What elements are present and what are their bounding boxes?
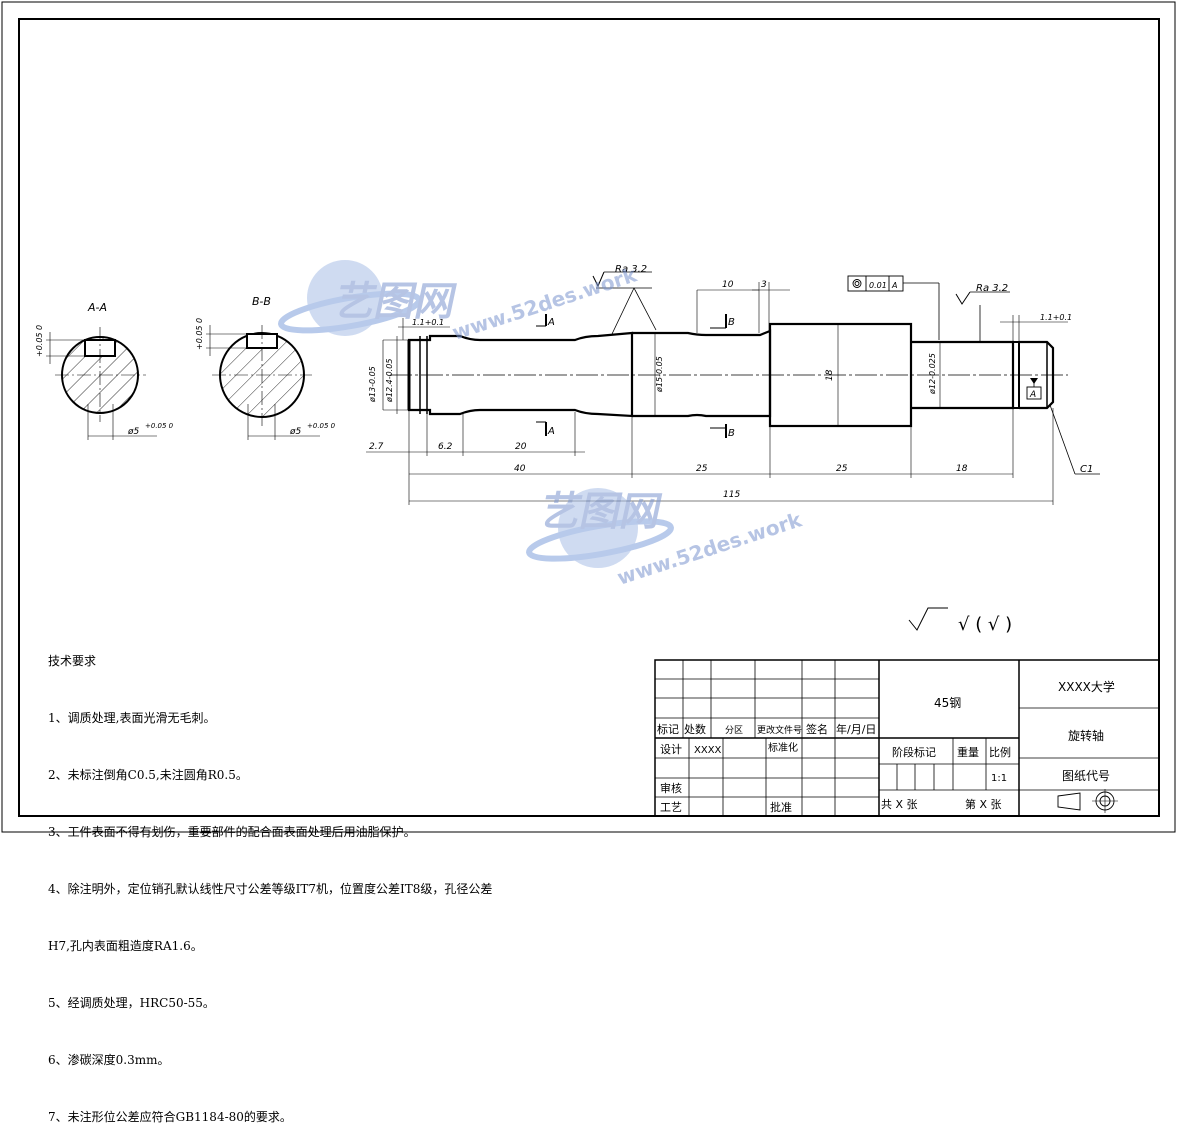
tech-requirements: 技术要求 1、调质处理,表面光滑无毛刺。 2、未标注倒角C0.5,未注圆角R0.…	[48, 614, 492, 1146]
section-bb-dia: ø5	[289, 427, 302, 437]
title-block	[654, 659, 1160, 817]
tech-req-item: 6、渗碳深度0.3mm。	[48, 1053, 170, 1067]
chamfer-c1: C1	[1080, 464, 1093, 475]
dim-d13: ø13-0.05	[368, 366, 377, 403]
section-aa-dia: ø5	[127, 427, 140, 437]
watermark-1-cn: 艺图网	[331, 277, 461, 324]
dim-chamfer-right: 1.1+0.1	[1040, 313, 1072, 322]
process-label: 工艺	[660, 801, 682, 814]
section-bb-dia-tol: +0.05 0	[307, 422, 336, 430]
dim-l20: 20	[515, 442, 527, 452]
dim-l18: 18	[956, 464, 968, 474]
surface-finish-2: Ra 3.2	[976, 283, 1008, 294]
section-bb-label: B-B	[252, 295, 271, 308]
cut-a-bottom: A	[547, 426, 555, 437]
tech-req-item: 5、经调质处理，HRC50-55。	[48, 996, 215, 1010]
general-finish-text: √ ( √ )	[958, 614, 1012, 635]
approve-label: 批准	[770, 800, 792, 814]
part-name: 旋转轴	[1068, 728, 1104, 743]
h-mark: 标记	[657, 722, 679, 736]
dim-l3: 3	[761, 280, 767, 290]
ratio-value: 1:1	[991, 773, 1007, 784]
dim-l25b: 25	[836, 464, 848, 474]
material: 45钢	[934, 696, 961, 710]
inner-border	[18, 18, 1160, 817]
section-aa-tol: +0.05 0	[35, 325, 44, 357]
general-finish-symbol: √ ( √ )	[908, 607, 1012, 635]
ratio-label: 比例	[989, 745, 1011, 759]
section-bb: B-B +0.05 0 ø5 +0.05 0	[195, 295, 336, 440]
tech-req-item: 2、未标注倒角C0.5,未注圆角R0.5。	[48, 768, 248, 782]
watermark-2-cn: 艺图网	[536, 487, 666, 534]
dim-l2-7: 2.7	[369, 442, 384, 452]
engineering-drawing: A-A +0.05 0 ø5 +0.05 0 B-B +	[1, 1, 1176, 833]
geo-tol-value: 0.01	[869, 281, 887, 290]
dim-l115: 115	[723, 490, 740, 500]
surface-finish-1: Ra 3.2	[615, 264, 647, 275]
section-aa-label: A-A	[87, 301, 107, 314]
geo-tol-datum: A	[891, 281, 897, 290]
h-sign: 签名	[806, 722, 828, 736]
h-zone: 分区	[725, 725, 743, 736]
cut-b-bottom: B	[728, 428, 735, 439]
standard-label: 标准化	[768, 741, 798, 754]
watermark-1-url: www.52des.work	[449, 262, 640, 344]
h-count: 处数	[684, 723, 706, 736]
cut-b-top: B	[728, 317, 735, 328]
dim-d12-4: ø12.4-0.05	[385, 359, 394, 403]
tech-req-item: 1、调质处理,表面光滑无毛刺。	[48, 711, 216, 725]
dim-chamfer-left: 1.1+0.1	[412, 318, 444, 327]
shaft-main-view: A A B B ø13-0.05 ø12.4-0.05 ø15-0.05 18 …	[366, 264, 1100, 505]
section-aa: A-A +0.05 0 ø5 +0.05 0	[35, 301, 174, 440]
dim-d15: ø15-0.05	[655, 356, 664, 393]
dim-d12: ø12-0.025	[928, 353, 937, 395]
total-sheets: 共 X 张	[881, 798, 918, 811]
stage-mark: 阶段标记	[892, 745, 936, 759]
watermark-2: 艺图网 www.52des.work	[526, 487, 805, 590]
watermark-1: 艺图网 www.52des.work	[278, 260, 640, 345]
section-aa-dia-tol: +0.05 0	[145, 422, 174, 430]
h-doc: 更改文件号	[757, 724, 802, 736]
design-label: 设计	[660, 743, 682, 756]
tech-requirements-title: 技术要求	[48, 654, 97, 668]
tech-req-item: 3、工件表面不得有划伤，重要部件的配合面表面处理后用油脂保护。	[48, 825, 416, 839]
tech-req-item: 4、除注明外，定位销孔默认线性尺寸公差等级IT7机，位置度公差IT8级，孔径公差	[48, 882, 493, 896]
school: XXXX大学	[1058, 679, 1115, 694]
sheet-no: 第 X 张	[965, 797, 1002, 811]
weight-label: 重量	[957, 745, 979, 759]
tech-req-item: 7、未注形位公差应符合GB1184-80的要求。	[48, 1110, 292, 1124]
cut-a-top: A	[547, 317, 555, 328]
review-label: 审核	[660, 781, 682, 795]
h-date: 年/月/日	[836, 722, 876, 736]
section-bb-tol: +0.05 0	[195, 318, 204, 350]
dim-l10: 10	[722, 280, 734, 290]
title-block-text: 45钢 XXXX大学 旋转轴 图纸代号 标记 处数 分区 更改文件号 签名 年/…	[657, 679, 1115, 814]
dim-l6-2: 6.2	[438, 442, 453, 452]
dim-l40: 40	[514, 464, 526, 474]
dim-l25a: 25	[696, 464, 708, 474]
datum-label: A	[1029, 390, 1036, 400]
drawing-code: 图纸代号	[1062, 769, 1110, 783]
designer: XXXX	[694, 745, 722, 756]
dim-d18: 18	[825, 369, 835, 381]
tech-req-item: H7,孔内表面粗造度RA1.6。	[48, 939, 203, 953]
outer-border	[1, 1, 1176, 833]
